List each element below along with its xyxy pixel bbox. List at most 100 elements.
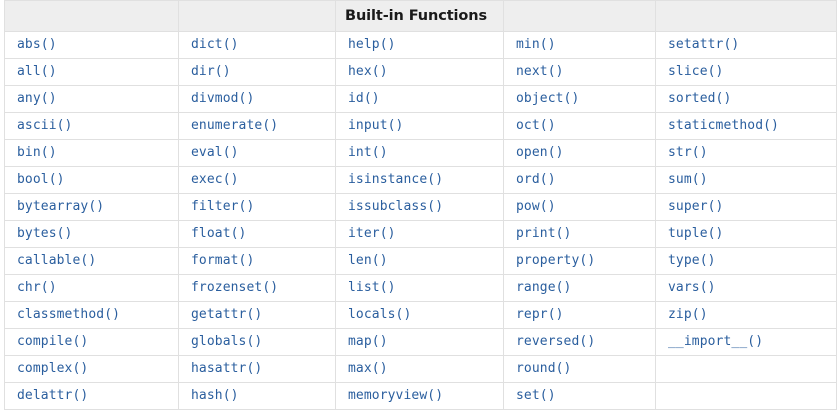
function-link[interactable]: bool() — [17, 172, 65, 187]
table-cell: vars() — [655, 274, 837, 302]
function-link[interactable]: bin() — [17, 145, 57, 160]
function-link[interactable]: staticmethod() — [668, 118, 779, 133]
table-cell: map() — [335, 328, 504, 356]
function-link[interactable]: eval() — [191, 145, 239, 160]
function-link[interactable]: sorted() — [668, 91, 732, 106]
table-header-cell-5 — [655, 0, 837, 32]
function-link[interactable]: type() — [668, 253, 716, 268]
function-link[interactable]: format() — [191, 253, 255, 268]
function-link[interactable]: input() — [348, 118, 404, 133]
function-link[interactable]: max() — [348, 361, 388, 376]
function-link[interactable]: frozenset() — [191, 280, 279, 295]
table-cell: next() — [503, 58, 656, 86]
function-link[interactable]: divmod() — [191, 91, 255, 106]
table-cell: divmod() — [178, 85, 336, 113]
table-cell: input() — [335, 112, 504, 140]
function-link[interactable]: round() — [516, 361, 572, 376]
function-link[interactable]: list() — [348, 280, 396, 295]
function-link[interactable]: hasattr() — [191, 361, 263, 376]
function-link[interactable]: int() — [348, 145, 388, 160]
function-link[interactable]: slice() — [668, 64, 724, 79]
table-row: ascii() enumerate() input() oct() staticmeth… — [4, 112, 837, 140]
table-header-cell-1 — [4, 0, 179, 32]
function-link[interactable]: str() — [668, 145, 708, 160]
table-cell: open() — [503, 139, 656, 167]
function-link[interactable]: map() — [348, 334, 388, 349]
function-link[interactable]: compile() — [17, 334, 89, 349]
table-cell: dir() — [178, 58, 336, 86]
table-cell: property() — [503, 247, 656, 275]
function-link[interactable]: float() — [191, 226, 247, 241]
table-cell: hasattr() — [178, 355, 336, 383]
function-link[interactable]: iter() — [348, 226, 396, 241]
function-link[interactable]: len() — [348, 253, 388, 268]
function-link[interactable]: hex() — [348, 64, 388, 79]
function-link[interactable]: id() — [348, 91, 380, 106]
table-cell: filter() — [178, 193, 336, 221]
function-link[interactable]: enumerate() — [191, 118, 279, 133]
table-cell: hash() — [178, 382, 336, 410]
function-link[interactable]: bytearray() — [17, 199, 105, 214]
function-link[interactable]: setattr() — [668, 37, 740, 52]
table-cell: range() — [503, 274, 656, 302]
function-link[interactable]: memoryview() — [348, 388, 444, 403]
function-link[interactable]: super() — [668, 199, 724, 214]
function-link[interactable]: ascii() — [17, 118, 73, 133]
function-link[interactable]: globals() — [191, 334, 263, 349]
function-link[interactable]: classmethod() — [17, 307, 121, 322]
function-link[interactable]: object() — [516, 91, 580, 106]
table-cell: bin() — [4, 139, 179, 167]
function-link[interactable]: any() — [17, 91, 57, 106]
function-link[interactable]: range() — [516, 280, 572, 295]
table-cell: ord() — [503, 166, 656, 194]
table-row: bin() eval() int() open() str() — [4, 139, 837, 167]
function-link[interactable]: filter() — [191, 199, 255, 214]
function-link[interactable]: repr() — [516, 307, 564, 322]
function-link[interactable]: set() — [516, 388, 556, 403]
function-link[interactable]: abs() — [17, 37, 57, 52]
function-link[interactable]: hash() — [191, 388, 239, 403]
table-header-cell-4 — [503, 0, 656, 32]
table-cell: len() — [335, 247, 504, 275]
table-cell: classmethod() — [4, 301, 179, 329]
table-row: classmethod() getattr() locals() repr() zip(… — [4, 301, 837, 329]
builtin-functions-table: Built-in Functions abs()dict()help()min(… — [4, 0, 837, 410]
function-link[interactable]: exec() — [191, 172, 239, 187]
table-cell: eval() — [178, 139, 336, 167]
function-link[interactable]: __import__() — [668, 334, 764, 349]
function-link[interactable]: zip() — [668, 307, 708, 322]
function-link[interactable]: locals() — [348, 307, 412, 322]
function-link[interactable]: min() — [516, 37, 556, 52]
function-link[interactable]: vars() — [668, 280, 716, 295]
function-link[interactable]: reversed() — [516, 334, 596, 349]
function-link[interactable]: help() — [348, 37, 396, 52]
table-cell: float() — [178, 220, 336, 248]
table-cell: str() — [655, 139, 837, 167]
table-cell: dict() — [178, 31, 336, 59]
function-link[interactable]: open() — [516, 145, 564, 160]
function-link[interactable]: complex() — [17, 361, 89, 376]
function-link[interactable]: callable() — [17, 253, 97, 268]
function-link[interactable]: dict() — [191, 37, 239, 52]
table-row: bool() exec() isinstance() ord() sum() — [4, 166, 837, 194]
function-link[interactable]: delattr() — [17, 388, 89, 403]
function-link[interactable]: isinstance() — [348, 172, 444, 187]
table-cell: globals() — [178, 328, 336, 356]
table-body: abs() dict() help() min() setattr() all() dir(… — [4, 31, 837, 410]
table-cell: list() — [335, 274, 504, 302]
function-link[interactable]: next() — [516, 64, 564, 79]
table-row: delattr() hash() memoryview() set() — [4, 382, 837, 410]
function-link[interactable]: print() — [516, 226, 572, 241]
function-link[interactable]: oct() — [516, 118, 556, 133]
function-link[interactable]: tuple() — [668, 226, 724, 241]
function-link[interactable]: bytes() — [17, 226, 73, 241]
function-link[interactable]: issubclass() — [348, 199, 444, 214]
function-link[interactable]: dir() — [191, 64, 231, 79]
function-link[interactable]: property() — [516, 253, 596, 268]
function-link[interactable]: chr() — [17, 280, 57, 295]
function-link[interactable]: sum() — [668, 172, 708, 187]
function-link[interactable]: ord() — [516, 172, 556, 187]
function-link[interactable]: pow() — [516, 199, 556, 214]
function-link[interactable]: getattr() — [191, 307, 263, 322]
function-link[interactable]: all() — [17, 64, 57, 79]
